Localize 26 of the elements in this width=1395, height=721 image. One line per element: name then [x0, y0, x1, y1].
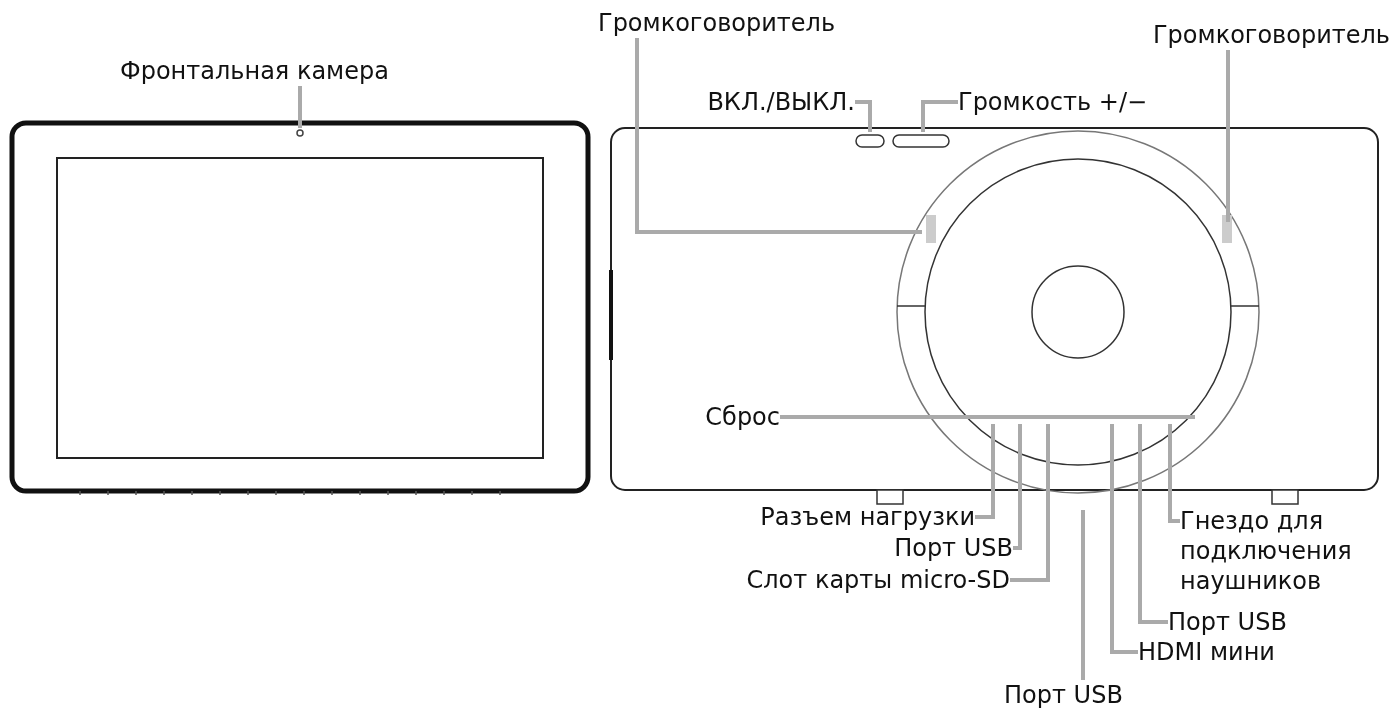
leader-line [1013, 424, 1022, 550]
part-label: HDMI мини [1138, 637, 1275, 667]
leader-line [1081, 510, 1085, 680]
leader-line [921, 100, 958, 132]
leader-line [1010, 424, 1050, 582]
leader-line [1110, 424, 1138, 654]
leader-line [1138, 424, 1168, 624]
part-label: Громкоговоритель [598, 8, 836, 38]
part-label: Фронтальная камера [120, 56, 389, 86]
leader-line [855, 100, 872, 132]
leader-line [1226, 50, 1230, 222]
part-label: Громкость +/− [958, 87, 1148, 117]
part-label: Гнездо для подключения наушников [1180, 506, 1395, 596]
leader-line [298, 86, 302, 128]
part-label: Сброс [705, 402, 780, 432]
part-label: Слот карты micro-SD [746, 565, 1010, 595]
leader-line [975, 424, 995, 519]
part-label: Громкоговоритель [1152, 20, 1390, 50]
leader-line [780, 415, 1195, 419]
part-label: Порт USB [894, 533, 1013, 563]
leader-line [635, 38, 922, 234]
part-label: Порт USB [1168, 607, 1287, 637]
leader-line [1168, 424, 1180, 523]
part-label: ВКЛ./ВЫКЛ. [707, 87, 855, 117]
part-label: Разъем нагрузки [760, 502, 975, 532]
part-label: Порт USB [1004, 680, 1123, 710]
